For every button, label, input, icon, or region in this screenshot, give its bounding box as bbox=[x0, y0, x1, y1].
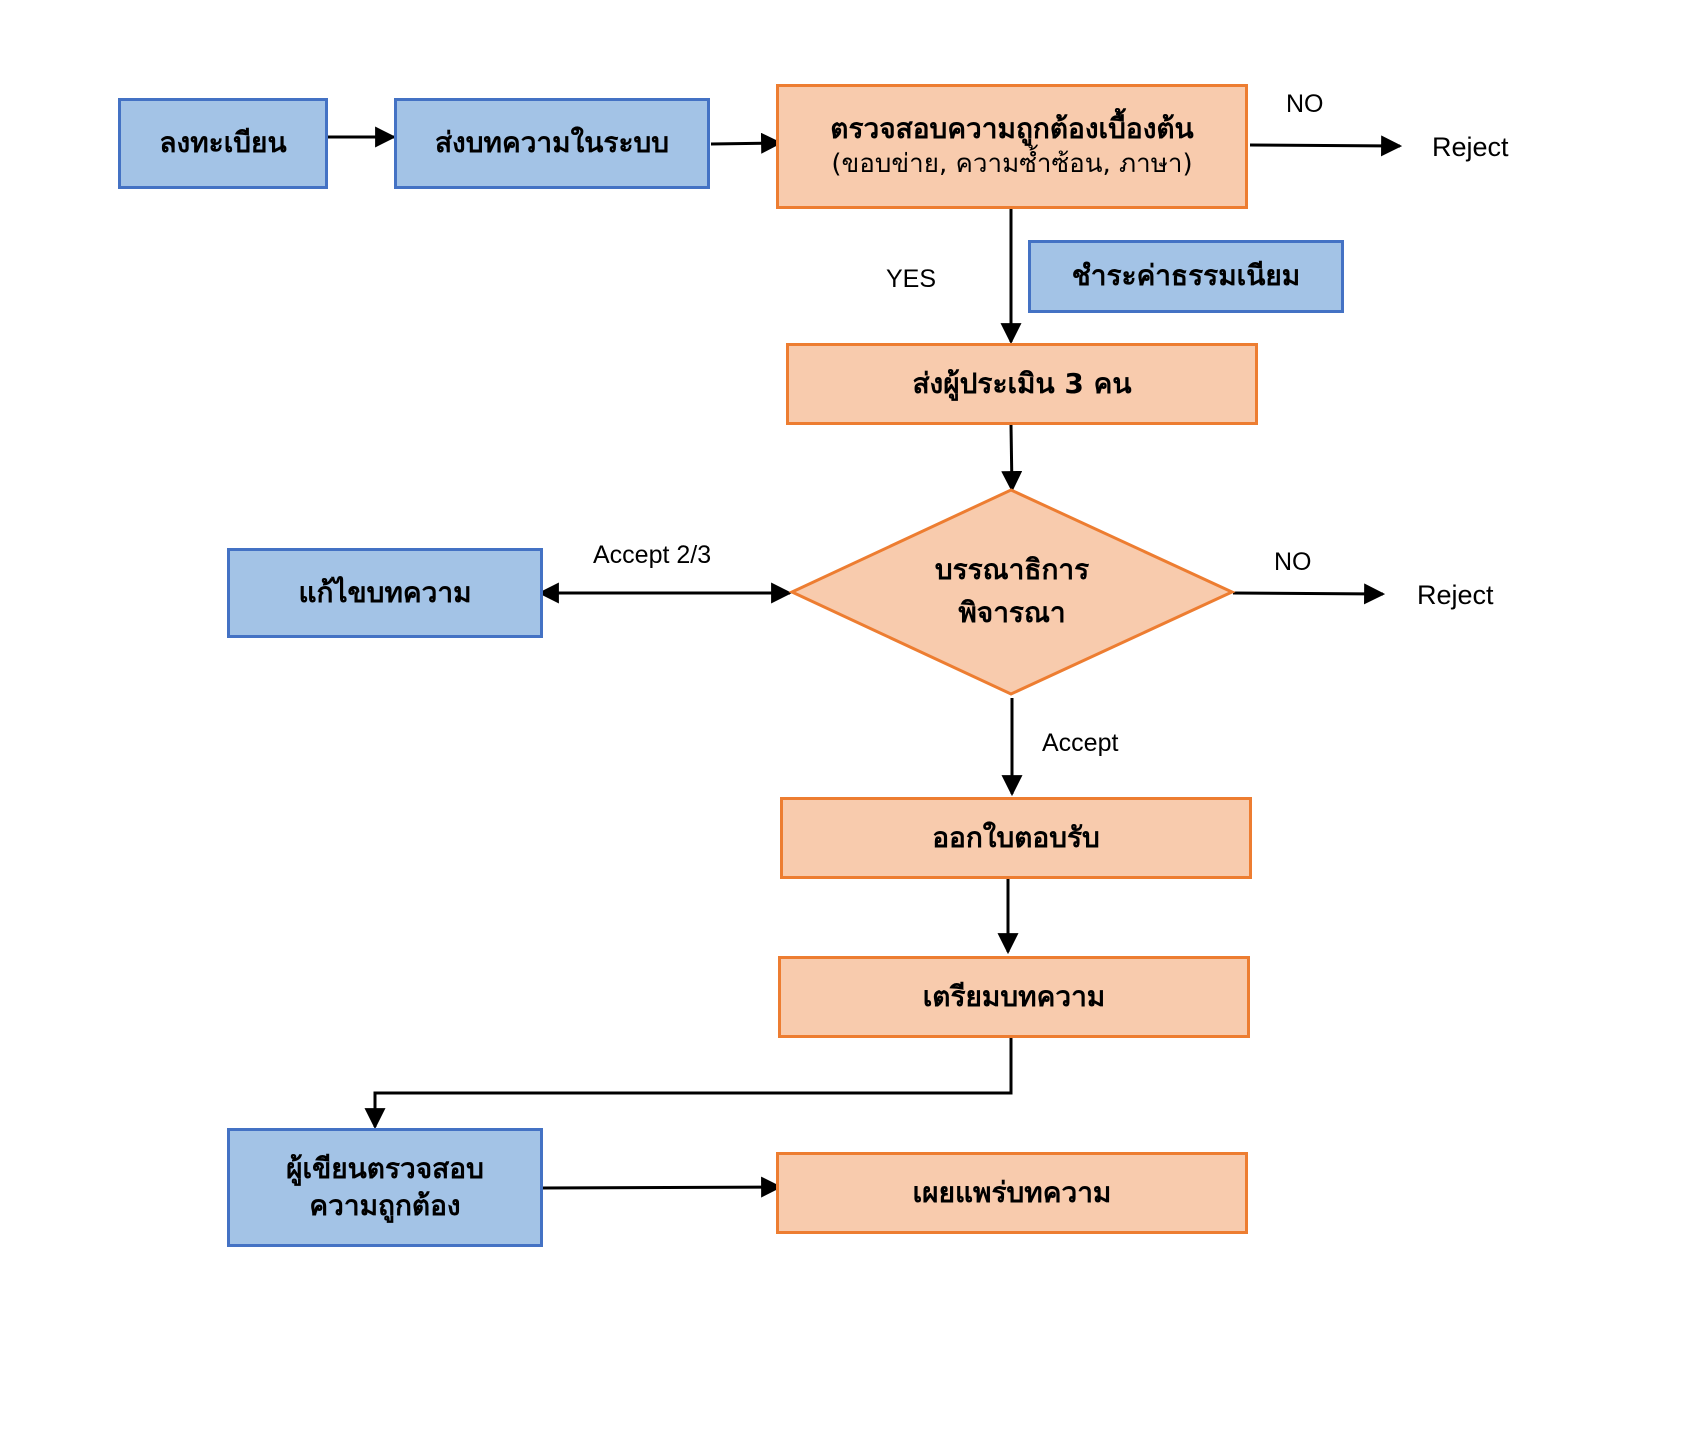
publish-step: เผยแพร่บทความ bbox=[776, 1152, 1248, 1234]
arrow-check-to-reject bbox=[1249, 135, 1403, 157]
reject-label-top: Reject bbox=[1432, 132, 1509, 162]
initial-check-title: ตรวจสอบความถูกต้องเบื้องต้น bbox=[830, 112, 1194, 146]
yes-label: YES bbox=[886, 265, 937, 293]
arrow-author-check-to-publish bbox=[540, 1176, 783, 1198]
submit-label: ส่งบทความในระบบ bbox=[434, 126, 670, 160]
prepare-label: เตรียมบทความ bbox=[922, 979, 1106, 1013]
arrow-prepare-to-author-check bbox=[364, 1037, 1013, 1130]
register-label: ลงทะเบียน bbox=[159, 126, 287, 160]
accept-label: Accept bbox=[1042, 729, 1119, 757]
acceptance-letter-step: ออกใบตอบรับ bbox=[780, 797, 1252, 879]
send-reviewers-label: ส่งผู้ประเมิน 3 คน bbox=[912, 366, 1132, 400]
revise-label: แก้ไขบทความ bbox=[298, 575, 472, 609]
prepare-step: เตรียมบทความ bbox=[778, 956, 1250, 1038]
send-reviewers-step: ส่งผู้ประเมิน 3 คน bbox=[786, 343, 1258, 425]
initial-check-subtitle: (ขอบข่าย, ความซ้ำซ้อน, ภาษา) bbox=[831, 148, 1193, 179]
register-step: ลงทะเบียน bbox=[118, 98, 328, 189]
no-label-top: NO bbox=[1286, 90, 1324, 118]
pay-fee-label: ชำระค่าธรรมเนียม bbox=[1071, 259, 1301, 293]
initial-check-step: ตรวจสอบความถูกต้องเบื้องต้น (ขอบข่าย, คว… bbox=[776, 84, 1248, 209]
accept-2-3-label: Accept 2/3 bbox=[593, 541, 712, 569]
reject-label-middle: Reject bbox=[1417, 580, 1494, 610]
author-check-line2: ความถูกต้อง bbox=[309, 1188, 461, 1222]
arrow-editor-to-reject bbox=[1232, 583, 1386, 605]
author-check-step: ผู้เขียนตรวจสอบ ความถูกต้อง bbox=[227, 1128, 543, 1247]
revise-step: แก้ไขบทความ bbox=[227, 548, 543, 638]
editor-decision-line1: บรรณาธิการ bbox=[934, 553, 1090, 586]
editor-decision-line2: พิจารณา bbox=[958, 596, 1066, 630]
acceptance-letter-label: ออกใบตอบรับ bbox=[932, 820, 1100, 854]
submit-step: ส่งบทความในระบบ bbox=[394, 98, 710, 189]
publish-label: เผยแพร่บทความ bbox=[912, 1175, 1112, 1209]
author-check-line1: ผู้เขียนตรวจสอบ bbox=[286, 1152, 484, 1186]
arrow-submit-to-check bbox=[710, 132, 783, 154]
arrow-reviewers-to-editor bbox=[1001, 424, 1023, 493]
pay-fee-step: ชำระค่าธรรมเนียม bbox=[1028, 240, 1344, 313]
editor-decision-diamond bbox=[788, 488, 1236, 696]
editor-decision-label: บรรณาธิการ พิจารณา bbox=[892, 548, 1132, 635]
no-label-middle: NO bbox=[1274, 548, 1312, 576]
